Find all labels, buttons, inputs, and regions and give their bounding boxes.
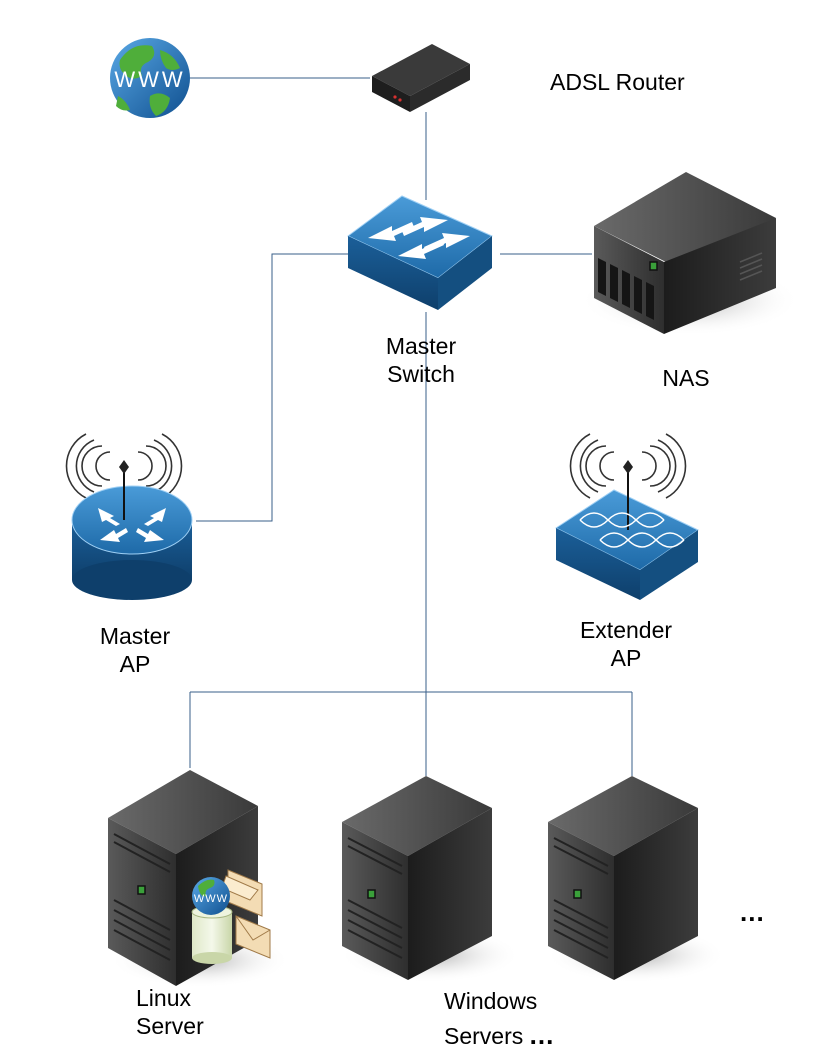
extender-ap-icon [554, 433, 699, 600]
master-switch-icon [347, 195, 493, 310]
master-switch-label-line1: Master [385, 333, 457, 359]
extender-ap-label-line2: AP [610, 645, 642, 671]
adsl-router-label-text: ADSL Router [550, 69, 685, 95]
adsl-router-label: ADSL Router [550, 68, 685, 96]
windows-server-2-icon [546, 776, 726, 983]
master-ap-icon [65, 433, 193, 600]
nas-label-text: NAS [662, 365, 710, 391]
linux-server-label: Linux Server [136, 984, 204, 1040]
windows-servers-label-text: Servers [444, 1023, 524, 1049]
more-servers-ellipsis: ... [740, 897, 765, 927]
connection-lines [189, 77, 633, 776]
internet-globe-icon: WWW [110, 38, 190, 118]
master-ap-label: Master AP [80, 622, 190, 678]
windows-servers-label-line2: Servers ... [444, 1018, 554, 1053]
windows-servers-ellipsis: ... [529, 1020, 555, 1050]
link-switch-master-ap [196, 253, 348, 522]
svg-text:WWW: WWW [114, 67, 185, 92]
svg-text:WWW: WWW [194, 893, 228, 905]
linux-server-label-line1: Linux [136, 985, 191, 1011]
nas-icon [580, 172, 800, 336]
extender-ap-label-line1: Extender [579, 617, 673, 643]
adsl-router-icon [372, 44, 470, 112]
master-switch-label-line2: Switch [387, 361, 455, 387]
windows-server-1-icon [340, 776, 520, 983]
nas-label: NAS [636, 364, 736, 392]
linux-web-mail-services-icon: WWW [191, 869, 271, 964]
windows-servers-label: Windows Servers ... [444, 984, 554, 1053]
windows-servers-label-line1: Windows [444, 988, 538, 1014]
master-ap-label-line1: Master [99, 623, 171, 649]
master-ap-label-line2: AP [119, 651, 151, 677]
master-switch-label: Master Switch [366, 332, 476, 388]
linux-server-label-line2: Server [136, 1013, 204, 1039]
extender-ap-label: Extender AP [566, 616, 686, 672]
